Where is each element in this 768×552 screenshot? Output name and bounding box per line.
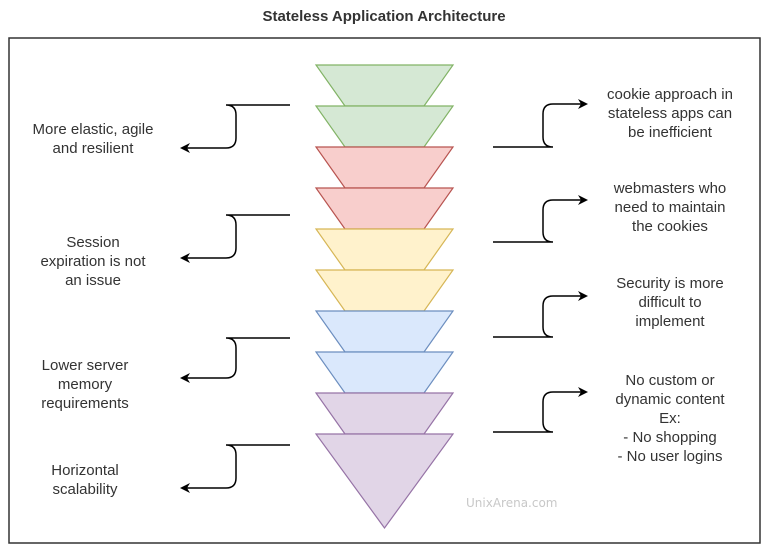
right-arrow (493, 99, 588, 148)
layer-trapezoid (314, 146, 455, 189)
note-line: an issue (65, 271, 121, 289)
layer-trapezoid (314, 64, 455, 107)
note-line: - No user logins (617, 447, 723, 465)
note-line: the cookies (632, 217, 708, 235)
diagram-title: Stateless Application Architecture (262, 8, 506, 25)
left-note: More elastic, agile and resilient (3, 120, 183, 158)
note-line: Horizontal (51, 462, 119, 479)
right-arrow (493, 195, 588, 243)
note-line: difficult to (638, 293, 702, 311)
layer-trapezoid (314, 269, 455, 312)
note-line: dynamic content (615, 390, 725, 408)
note-line: need to maintain (614, 198, 726, 216)
note-line: memory (57, 375, 113, 393)
note-line: be inefficient (628, 123, 712, 141)
note-line: requirements (41, 394, 129, 412)
note-line: and resilient (52, 140, 134, 157)
note-line: More elastic, agile (32, 121, 154, 138)
layer-trapezoid (314, 392, 455, 435)
layer-trapezoid (314, 351, 455, 394)
note-line: scalability (52, 481, 118, 498)
right-arrow (493, 387, 588, 433)
diagram-frame (8, 37, 761, 544)
note-line: No custom or (625, 371, 715, 389)
note-line: expiration is not (40, 252, 146, 270)
left-arrow (180, 444, 290, 493)
left-arrow (180, 214, 290, 263)
note-line: webmasters who (613, 179, 727, 197)
note-line: Security is more (616, 274, 724, 292)
right-arrow (493, 291, 588, 338)
layer-triangle (314, 433, 455, 530)
left-arrow (180, 104, 290, 153)
layer-trapezoid (314, 228, 455, 271)
layer-trapezoid (314, 187, 455, 230)
note-line: implement (635, 312, 705, 330)
watermark: UnixArena.com (466, 496, 558, 510)
layer-trapezoid (314, 105, 455, 148)
note-line: Ex: (659, 409, 681, 427)
note-line: - No shopping (623, 428, 717, 446)
layer-trapezoid (314, 310, 455, 353)
note-line: stateless apps can (607, 104, 733, 122)
note-line: Session (66, 233, 120, 251)
left-note: Horizontal scalability (0, 461, 175, 499)
left-arrow (180, 337, 290, 383)
note-line: cookie approach in (607, 85, 733, 103)
note-line: Lower server (41, 356, 129, 374)
